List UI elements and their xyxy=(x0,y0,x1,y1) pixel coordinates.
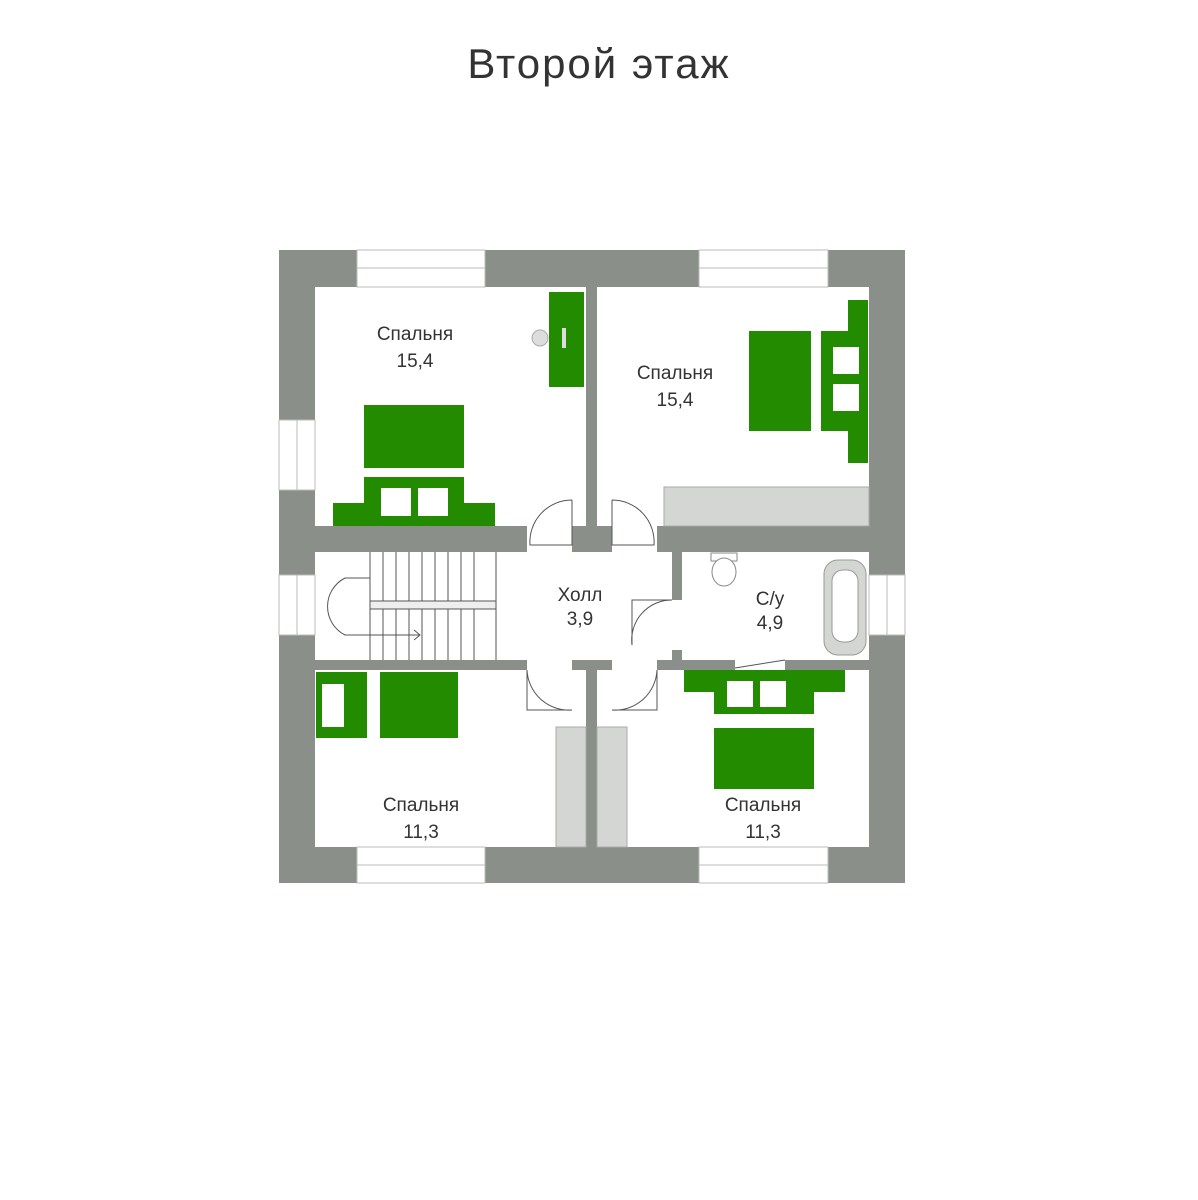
room-name: С/у xyxy=(756,589,785,610)
wardrobe xyxy=(663,486,870,527)
room-area: 11,3 xyxy=(745,822,781,843)
room-name: Спальня xyxy=(725,795,801,816)
chair-icon xyxy=(531,329,549,347)
desk xyxy=(549,292,584,387)
room-area: 3,9 xyxy=(567,609,593,630)
room-name: Спальня xyxy=(377,324,453,345)
room-area: 11,3 xyxy=(403,822,439,843)
staircase[interactable] xyxy=(327,552,497,660)
room-name: Холл xyxy=(558,585,603,606)
furniture xyxy=(316,292,870,848)
doors xyxy=(526,499,786,711)
room-area: 15,4 xyxy=(397,351,434,372)
bed xyxy=(364,405,464,468)
room-name: Спальня xyxy=(637,363,713,384)
bed xyxy=(749,331,811,431)
wardrobe xyxy=(596,726,628,848)
floor-title: Второй этаж xyxy=(467,40,731,87)
room-area: 4,9 xyxy=(757,613,783,634)
room-area: 15,4 xyxy=(657,390,694,411)
windows xyxy=(278,249,906,884)
room-name: Спальня xyxy=(383,795,459,816)
wardrobe xyxy=(555,726,587,848)
